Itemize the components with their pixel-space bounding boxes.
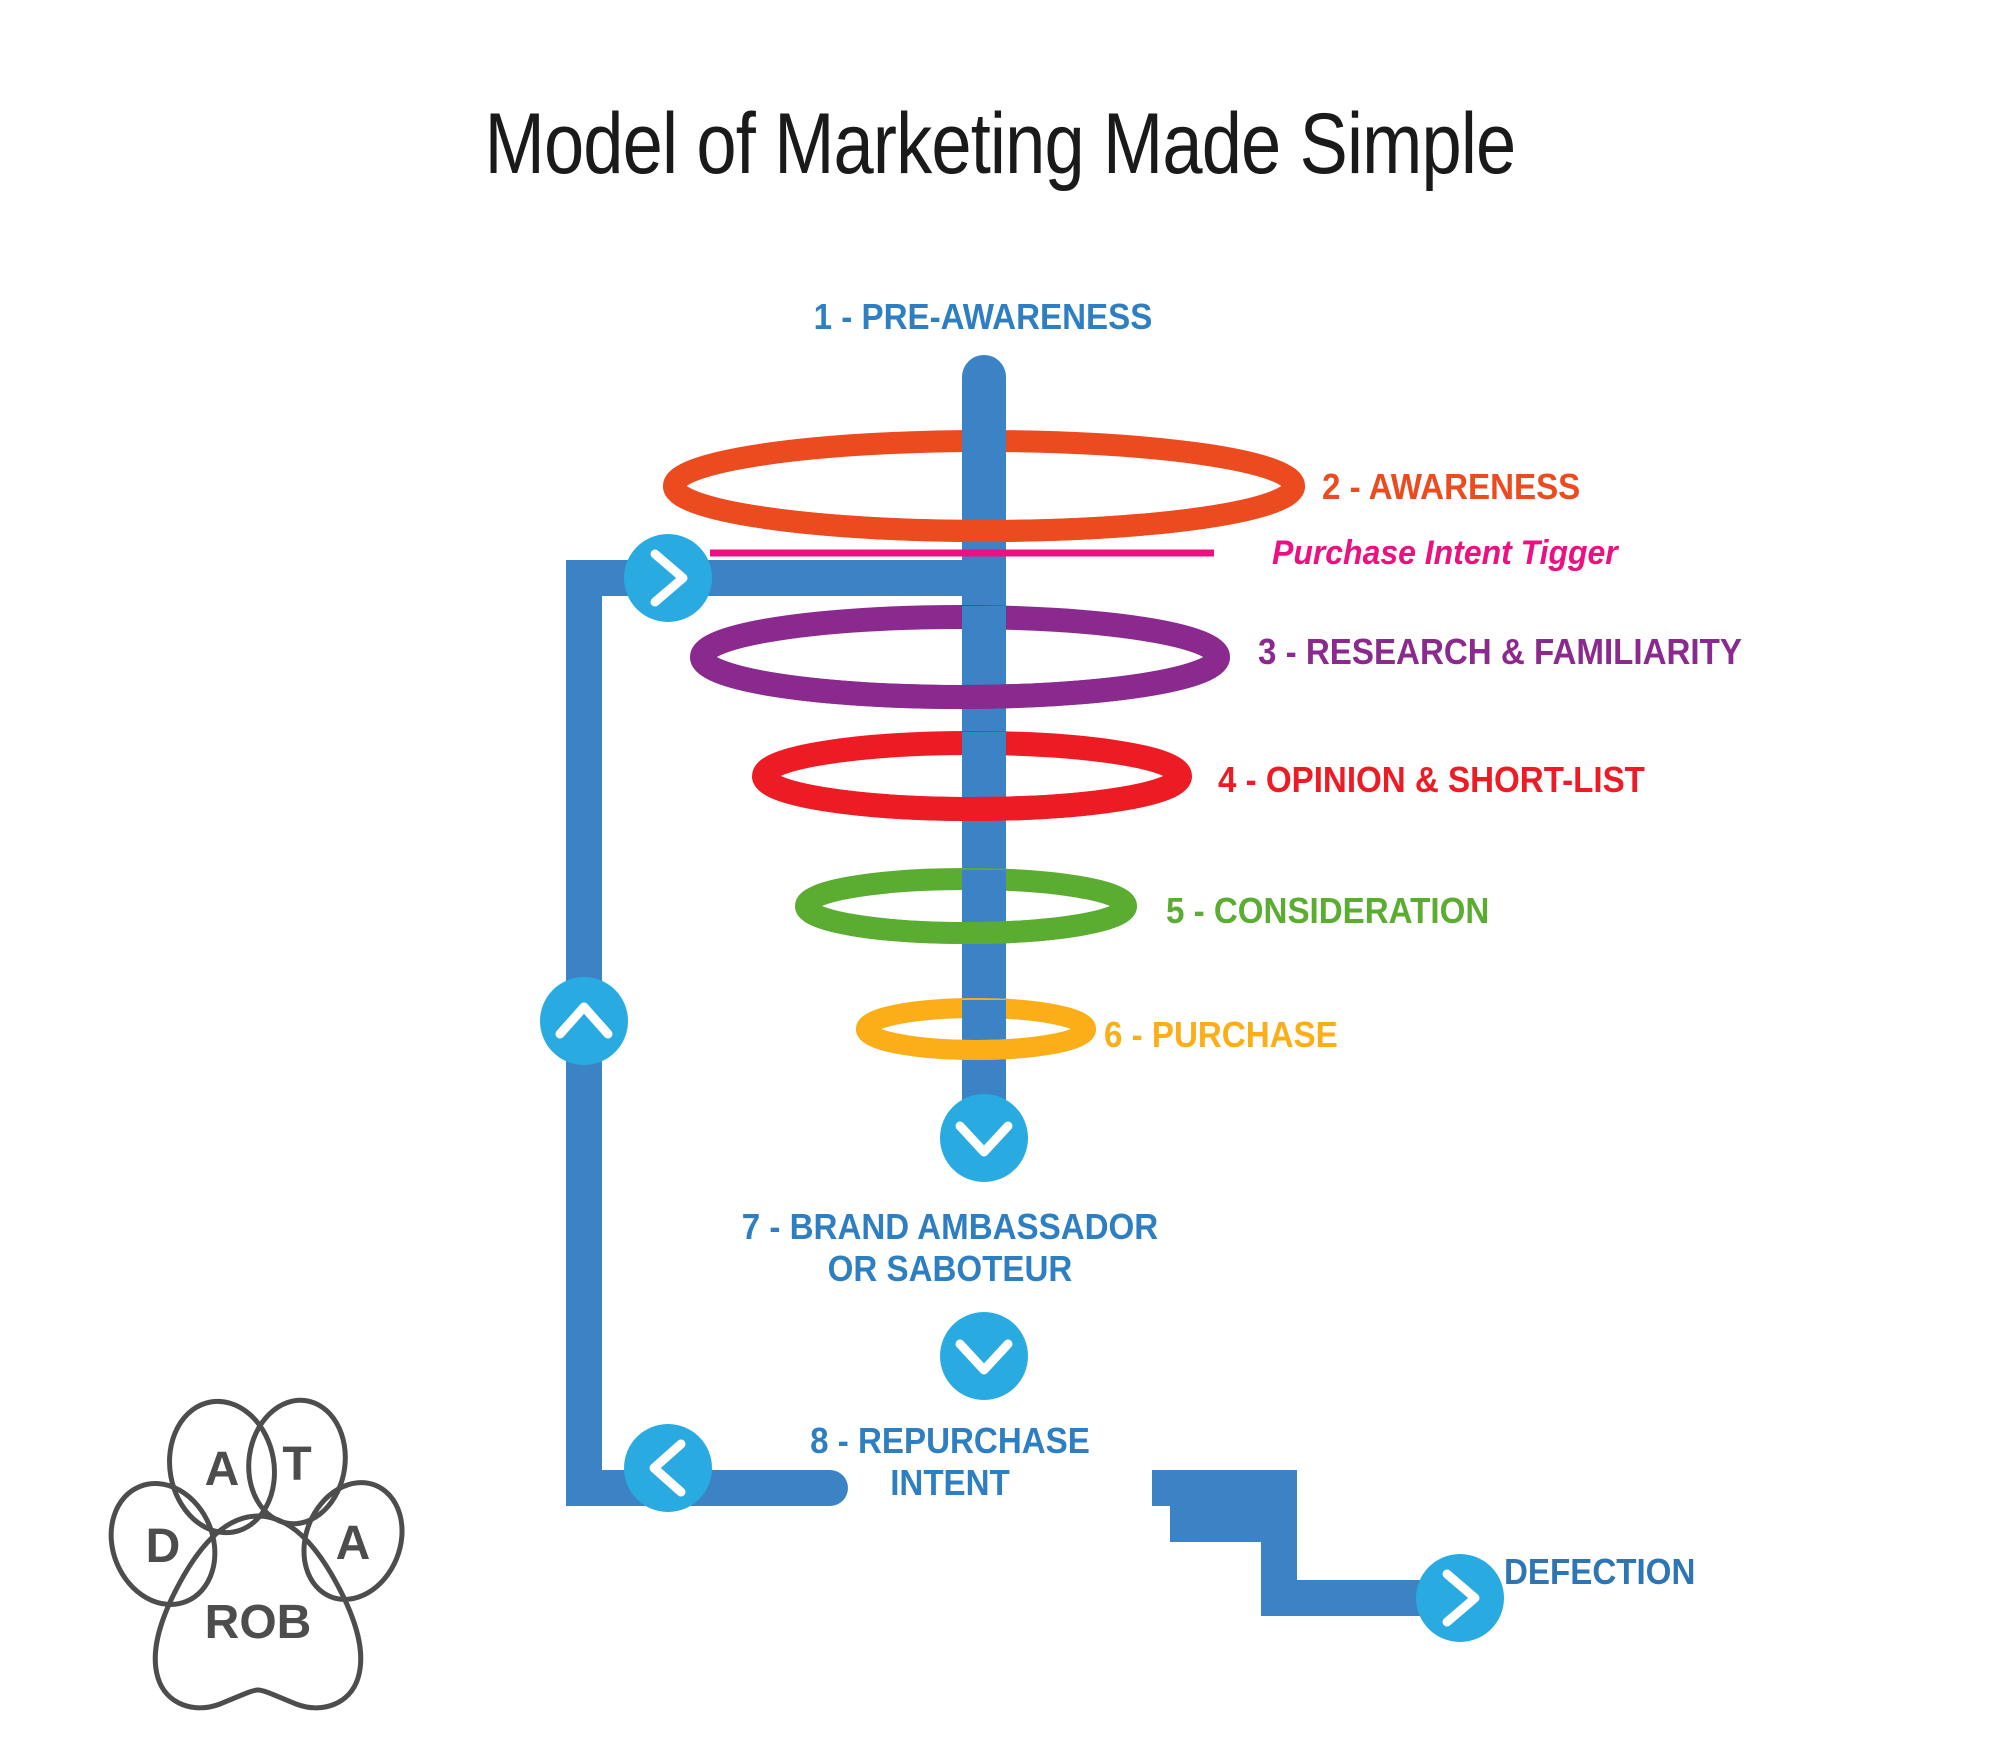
arrow-circle-repurchase-reentry[interactable] (624, 534, 712, 622)
page-title: Model of Marketing Made Simple (484, 96, 1517, 192)
stage-label-repurchase-intent-line2: INTENT (890, 1461, 1010, 1503)
paw-pad-shape (152, 1513, 364, 1711)
stage-label-research-familiarity: 3 - RESEARCH & FAMILIARITY (1258, 631, 1742, 672)
ring-purchase-front (856, 1025, 1096, 1060)
paw-toe-a2-shape (301, 1480, 405, 1602)
stage-label-pre-awareness: 1 - PRE-AWARENESS (813, 296, 1153, 337)
chevron-up-icon (555, 1002, 613, 1039)
stem-over-opinion-back (962, 732, 1006, 774)
annotation-purchase-intent-trigger: Purchase Intent Tigger (1272, 534, 1618, 572)
data-rob-paw-logo: D A T A ROB (108, 1397, 405, 1711)
paw-pad-letter: ROB (205, 1596, 312, 1649)
stage-label-brand-ambassador-line2: OR SABOTEUR (827, 1247, 1073, 1289)
stage-label-purchase: 6 - PURCHASE (1104, 1014, 1338, 1055)
chevron-right-icon (650, 549, 688, 607)
chevron-left-icon (649, 1439, 686, 1497)
paw-toe-t-letter: T (282, 1438, 311, 1491)
stem-over-research-back (962, 606, 1006, 654)
ring-awareness-front (663, 483, 1305, 542)
feedback-loop-path (566, 560, 990, 1506)
ring-opinion (752, 731, 1192, 821)
stage-label-consideration: 5 - CONSIDERATION (1166, 890, 1490, 931)
paw-toe-d-shape (108, 1481, 218, 1607)
arrow-circle-bg[interactable] (624, 534, 712, 622)
stage-label-repurchase-intent-line1: 8 - REPURCHASE (810, 1420, 1090, 1461)
arrow-circle-to-repurchase[interactable] (940, 1312, 1028, 1400)
ring-consideration (795, 868, 1137, 944)
paw-toe-a1-letter: A (205, 1443, 240, 1496)
ring-purchase (856, 998, 1096, 1060)
ring-research (690, 605, 1230, 709)
arrow-circle-bg[interactable] (540, 977, 628, 1065)
stage-label-opinion-short-list: 4 - OPINION & SHORT-LIST (1218, 759, 1645, 800)
chevron-down-icon (955, 1339, 1013, 1375)
arrow-circle-defection[interactable] (1416, 1554, 1504, 1642)
paw-toe-a2-letter: A (336, 1517, 371, 1570)
stage-label-repurchase-intent: 8 - REPURCHASE INTENT (720, 1420, 1180, 1504)
arrow-circle-bg[interactable] (940, 1312, 1028, 1400)
arrow-circle-bg[interactable] (940, 1094, 1028, 1182)
arrow-circle-to-ambassador[interactable] (940, 1094, 1028, 1182)
loop-path-lower (566, 560, 848, 1506)
arrow-circle-bg[interactable] (624, 1424, 712, 1512)
defection-path-drop (1261, 1470, 1297, 1582)
ring-consideration-front (795, 901, 1137, 944)
ring-opinion-front (752, 771, 1192, 821)
stem-over-purchase-back (962, 1000, 1006, 1029)
arrow-circle-loop-left[interactable] (624, 1424, 712, 1512)
stage-label-brand-ambassador: 7 - BRAND AMBASSADOR OR SABOTEUR (646, 1206, 1253, 1290)
annotation-defection: DEFECTION (1504, 1551, 1696, 1592)
chevron-down-icon (955, 1121, 1013, 1157)
arrow-circle-bg[interactable] (1416, 1554, 1504, 1642)
stage-label-awareness: 2 - AWARENESS (1322, 466, 1581, 507)
defection-path-shape (1170, 1470, 1460, 1616)
arrow-circle-loop-up[interactable] (540, 977, 628, 1065)
defection-path (1152, 1470, 1496, 1616)
ring-awareness (663, 430, 1305, 542)
chevron-right-icon (1442, 1569, 1480, 1627)
ring-research-front (690, 653, 1230, 709)
paw-toe-d-letter: D (146, 1520, 181, 1573)
paw-toe-a1-shape (167, 1398, 277, 1536)
stage-label-brand-ambassador-line1: 7 - BRAND AMBASSADOR (741, 1206, 1159, 1247)
stem-over-awareness-back (962, 430, 1006, 482)
stem-over-consideration-back (962, 870, 1006, 906)
